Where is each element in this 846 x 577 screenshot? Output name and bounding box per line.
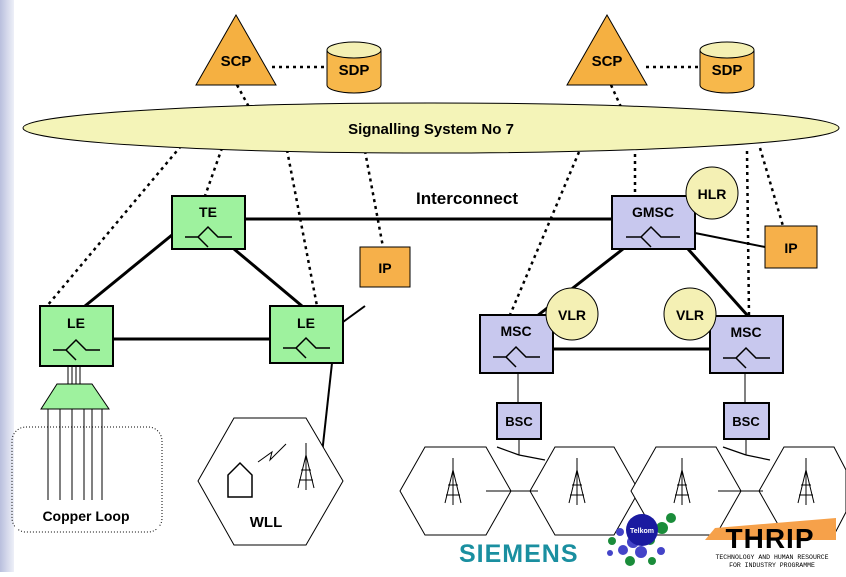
antenna-tower-icon — [444, 458, 462, 505]
siemens-logo: SIEMENS — [459, 540, 579, 568]
switch-icon — [53, 338, 100, 361]
radio-link-icon — [257, 443, 287, 463]
te-switch: TE — [171, 195, 246, 250]
link-le-ip — [342, 305, 366, 323]
ss7-network: Signalling System No 7 — [22, 102, 840, 154]
switch-icon — [723, 346, 770, 369]
antenna-tower-icon — [297, 443, 315, 490]
wll-cell: WLL — [197, 417, 344, 546]
hlr-register: HLR — [685, 166, 739, 220]
copper-loop-area: Copper Loop — [11, 383, 163, 533]
svg-text:HLR: HLR — [698, 186, 727, 202]
svg-text:LE: LE — [297, 315, 315, 331]
wll-label: WLL — [250, 514, 282, 531]
copper-loop-label: Copper Loop — [42, 508, 129, 524]
switch-icon — [493, 345, 540, 368]
svg-text:GMSC: GMSC — [632, 204, 674, 220]
le-left-switch: LE — [39, 305, 114, 367]
svg-text:SCP: SCP — [592, 53, 623, 70]
svg-text:TE: TE — [199, 204, 217, 220]
switch-icon — [185, 225, 232, 248]
antenna-tower-icon — [673, 458, 691, 505]
scp-left: SCP — [195, 13, 277, 86]
le-right-switch: LE — [269, 305, 344, 364]
scp-right: SCP — [566, 13, 648, 86]
svg-text:IP: IP — [378, 260, 391, 276]
ip-left: IP — [359, 246, 411, 288]
msc-left-switch: MSC — [479, 314, 554, 374]
svg-text:VLR: VLR — [558, 307, 586, 323]
svg-text:MSC: MSC — [500, 323, 531, 339]
msc-right-switch: MSC — [709, 315, 784, 374]
house-icon — [227, 461, 253, 498]
svg-text:FOR INDUSTRY PROGRAMME: FOR INDUSTRY PROGRAMME — [729, 562, 815, 569]
bsc-to-cell-links — [496, 446, 771, 461]
vlr-left-register: VLR — [545, 287, 599, 341]
slide-sidebar — [0, 0, 14, 572]
sdp-right-database: SDP — [699, 41, 755, 94]
ip-right: IP — [764, 225, 818, 269]
link-te-le-left — [84, 233, 173, 308]
svg-text:IP: IP — [784, 240, 797, 256]
thrip-logo: THRIP TECHNOLOGY AND HUMAN RESOURCE FOR … — [705, 518, 836, 569]
svg-text:VLR: VLR — [676, 307, 704, 323]
switch-icon — [283, 336, 330, 359]
ss7-label: Signalling System No 7 — [348, 121, 514, 138]
sdp-left-database: SDP — [326, 41, 382, 94]
svg-text:SCP: SCP — [221, 53, 252, 70]
svg-text:BSC: BSC — [505, 414, 533, 429]
svg-text:THRIP: THRIP — [726, 523, 815, 554]
svg-text:LE: LE — [67, 315, 85, 331]
svg-text:TECHNOLOGY AND HUMAN RESOURCE: TECHNOLOGY AND HUMAN RESOURCE — [715, 554, 828, 561]
bsc-left: BSC — [496, 402, 542, 440]
telkom-logo: Telkom — [607, 513, 676, 566]
vlr-right-register: VLR — [663, 287, 717, 341]
svg-text:SDP: SDP — [339, 62, 370, 79]
svg-text:BSC: BSC — [732, 414, 760, 429]
svg-text:SDP: SDP — [712, 62, 743, 79]
gmsc-switch: GMSC — [611, 195, 696, 250]
concentrator-icon — [40, 383, 110, 410]
switch-icon — [626, 225, 680, 248]
link-te-le-right — [233, 247, 303, 308]
link-gmsc-ip — [694, 232, 766, 248]
link-gmsc-msc-right — [686, 247, 750, 318]
antenna-tower-icon — [797, 458, 815, 505]
svg-text:SIEMENS: SIEMENS — [459, 540, 579, 568]
bsc-right: BSC — [723, 402, 770, 440]
svg-text:Telkom: Telkom — [630, 528, 654, 535]
svg-text:MSC: MSC — [730, 324, 761, 340]
cell-towers — [444, 458, 815, 505]
antenna-tower-icon — [568, 458, 586, 505]
interconnect-label: Interconnect — [416, 189, 518, 208]
mobile-cells — [399, 446, 846, 536]
signalling-links — [46, 65, 785, 317]
